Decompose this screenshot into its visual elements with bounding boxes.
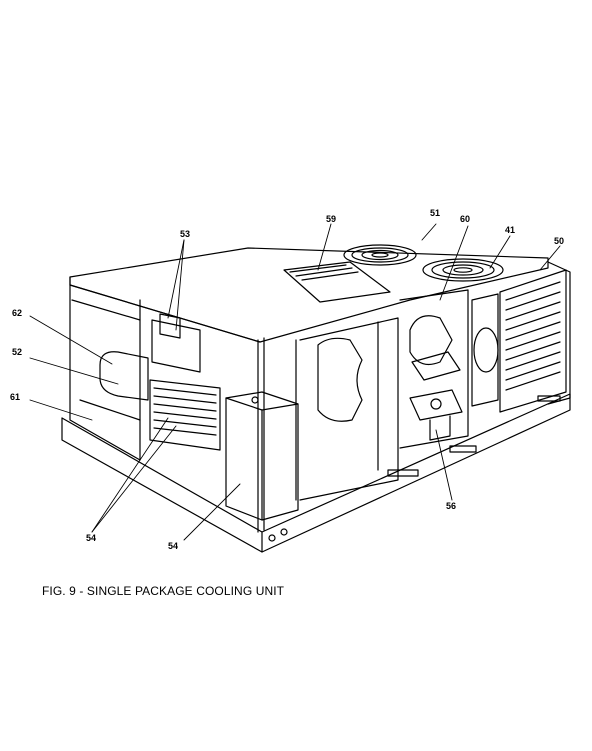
callout-54-right: 54 [168,541,178,551]
callout-50: 50 [554,236,564,246]
top-vent-slot [283,261,391,303]
callout-54-left: 54 [86,533,96,543]
callout-53: 53 [180,229,190,239]
callout-51: 51 [430,208,440,218]
compressor-compartment [399,289,469,449]
callout-62: 62 [12,308,22,318]
callout-60-top: 60 [460,214,470,224]
middle-compartment [295,317,399,501]
condenser-fan-grille-front [422,258,504,282]
callout-59: 59 [326,214,336,224]
condenser-fan-grille-rear [343,244,417,266]
evaporator-compartment [71,299,221,461]
callout-52: 52 [12,347,22,357]
control-box [225,391,299,521]
leader-lines [29,223,561,541]
base-rail-details [268,395,561,542]
callout-56: 56 [446,501,456,511]
condenser-coil [471,269,567,413]
callout-61: 61 [10,392,20,402]
callout-labels: 59 51 60 41 50 53 62 52 61 54 54 56 [10,208,564,551]
figure-caption: FIG. 9 - SINGLE PACKAGE COOLING UNIT [42,584,285,598]
callout-41: 41 [505,225,515,235]
cabinet-outline [61,247,571,553]
